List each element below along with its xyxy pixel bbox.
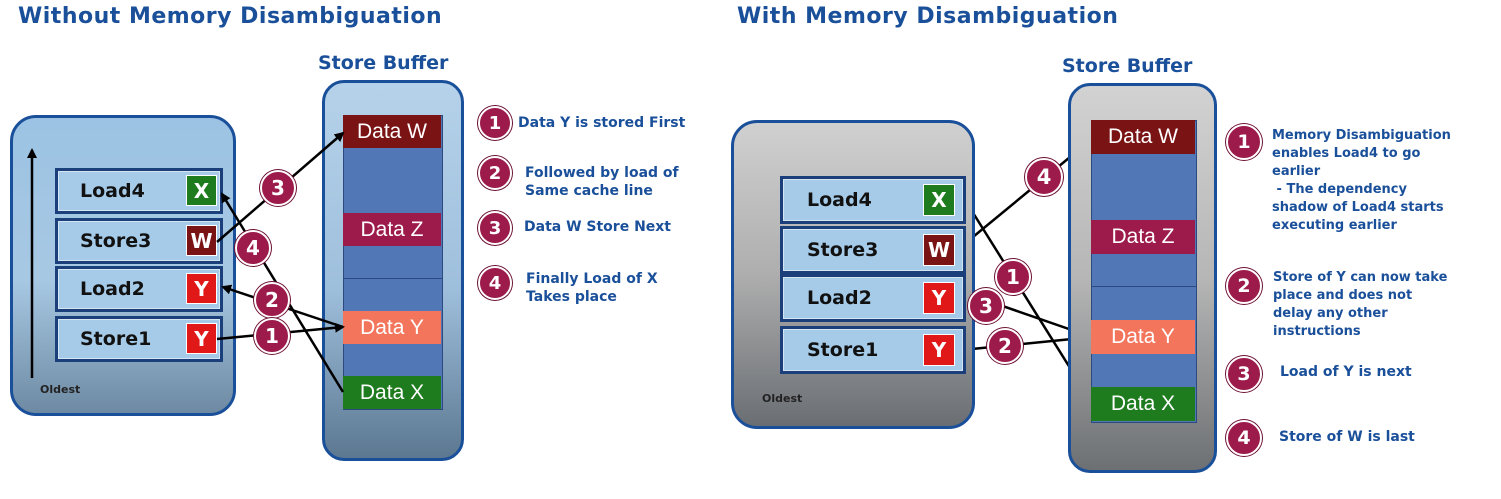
- left-instr-load2: Load2 Y: [55, 266, 223, 312]
- left-instr-store1: Store1 Y: [55, 316, 223, 362]
- left-step-2-badge: 2: [478, 156, 512, 190]
- right-entry-data-z: Data Z: [1091, 220, 1195, 254]
- left-step-1-text: Data Y is stored First: [518, 115, 686, 131]
- right-entry-data-x: Data X: [1091, 387, 1195, 421]
- right-step-2-text: Store of Y can now take place and does n…: [1273, 270, 1448, 339]
- right-instr-load2: Load2 Y: [780, 274, 966, 322]
- instr-tag: X: [186, 175, 217, 206]
- left-entry-data-y: Data Y: [343, 311, 441, 344]
- instr-tag: Y: [923, 334, 955, 366]
- left-step-3-text: Data W Store Next: [524, 219, 671, 235]
- instr-label: Store3: [807, 239, 879, 261]
- instr-tag: Y: [186, 273, 217, 304]
- right-step-4-badge: 4: [1226, 420, 1262, 456]
- right-arrow-circle-1: 1: [995, 259, 1031, 295]
- right-instr-store1: Store1 Y: [780, 326, 966, 374]
- instr-tag: X: [923, 184, 955, 216]
- left-arrow-circle-3: 3: [260, 170, 296, 206]
- left-panel-title: Without Memory Disambiguation: [18, 4, 443, 29]
- right-arrow-circle-4: 4: [1025, 158, 1063, 196]
- left-step-2-text: Followed by load of Same cache line: [525, 165, 679, 199]
- instr-label: Load2: [807, 287, 872, 309]
- right-entry-data-w: Data W: [1091, 120, 1195, 154]
- right-step-4-text: Store of W is last: [1279, 429, 1415, 445]
- instr-label: Store1: [807, 339, 879, 361]
- left-oldest-label: Oldest: [40, 383, 81, 396]
- right-arrow-circle-3: 3: [968, 288, 1004, 324]
- left-arrow-circle-4: 4: [235, 230, 271, 266]
- left-entry-data-w: Data W: [343, 115, 441, 148]
- left-buffer-slots: [343, 115, 443, 410]
- left-instr-store3: Store3 W: [55, 218, 223, 264]
- right-arrow-circle-2: 2: [987, 328, 1023, 364]
- right-step-1-text: Memory Disambiguation enables Load4 to g…: [1272, 128, 1451, 233]
- right-step-3-badge: 3: [1226, 356, 1262, 392]
- right-step-3-text: Load of Y is next: [1280, 364, 1412, 380]
- right-instr-load4: Load4 X: [780, 176, 966, 224]
- left-arrow-circle-1: 1: [254, 318, 290, 354]
- left-step-4-text: Finally Load of X Takes place: [526, 271, 658, 305]
- right-panel-title: With Memory Disambiguation: [737, 4, 1119, 29]
- instr-label: Load2: [80, 278, 145, 300]
- instr-tag: W: [923, 234, 955, 266]
- left-entry-data-x: Data X: [343, 376, 441, 409]
- left-instr-load4: Load4 X: [55, 168, 223, 214]
- left-step-3-badge: 3: [478, 211, 512, 245]
- instr-label: Store1: [80, 328, 152, 350]
- right-step-1-badge: 1: [1226, 124, 1262, 160]
- left-entry-data-z: Data Z: [343, 213, 441, 246]
- right-oldest-label: Oldest: [762, 392, 803, 405]
- instr-label: Load4: [807, 189, 872, 211]
- right-instr-store3: Store3 W: [780, 226, 966, 274]
- instr-tag: Y: [923, 282, 955, 314]
- instr-label: Load4: [80, 180, 145, 202]
- right-store-buffer-title: Store Buffer: [1062, 55, 1193, 77]
- left-instruction-queue: [10, 115, 236, 416]
- left-step-1-badge: 1: [478, 106, 512, 140]
- right-buffer-slots: [1091, 120, 1197, 423]
- instr-tag: W: [186, 225, 217, 256]
- right-entry-data-y: Data Y: [1091, 320, 1195, 354]
- instr-label: Store3: [80, 230, 152, 252]
- right-step-2-badge: 2: [1226, 268, 1262, 304]
- left-store-buffer-title: Store Buffer: [318, 52, 449, 74]
- left-step-4-badge: 4: [478, 266, 512, 300]
- instr-tag: Y: [186, 323, 217, 354]
- left-arrow-circle-2: 2: [254, 282, 290, 318]
